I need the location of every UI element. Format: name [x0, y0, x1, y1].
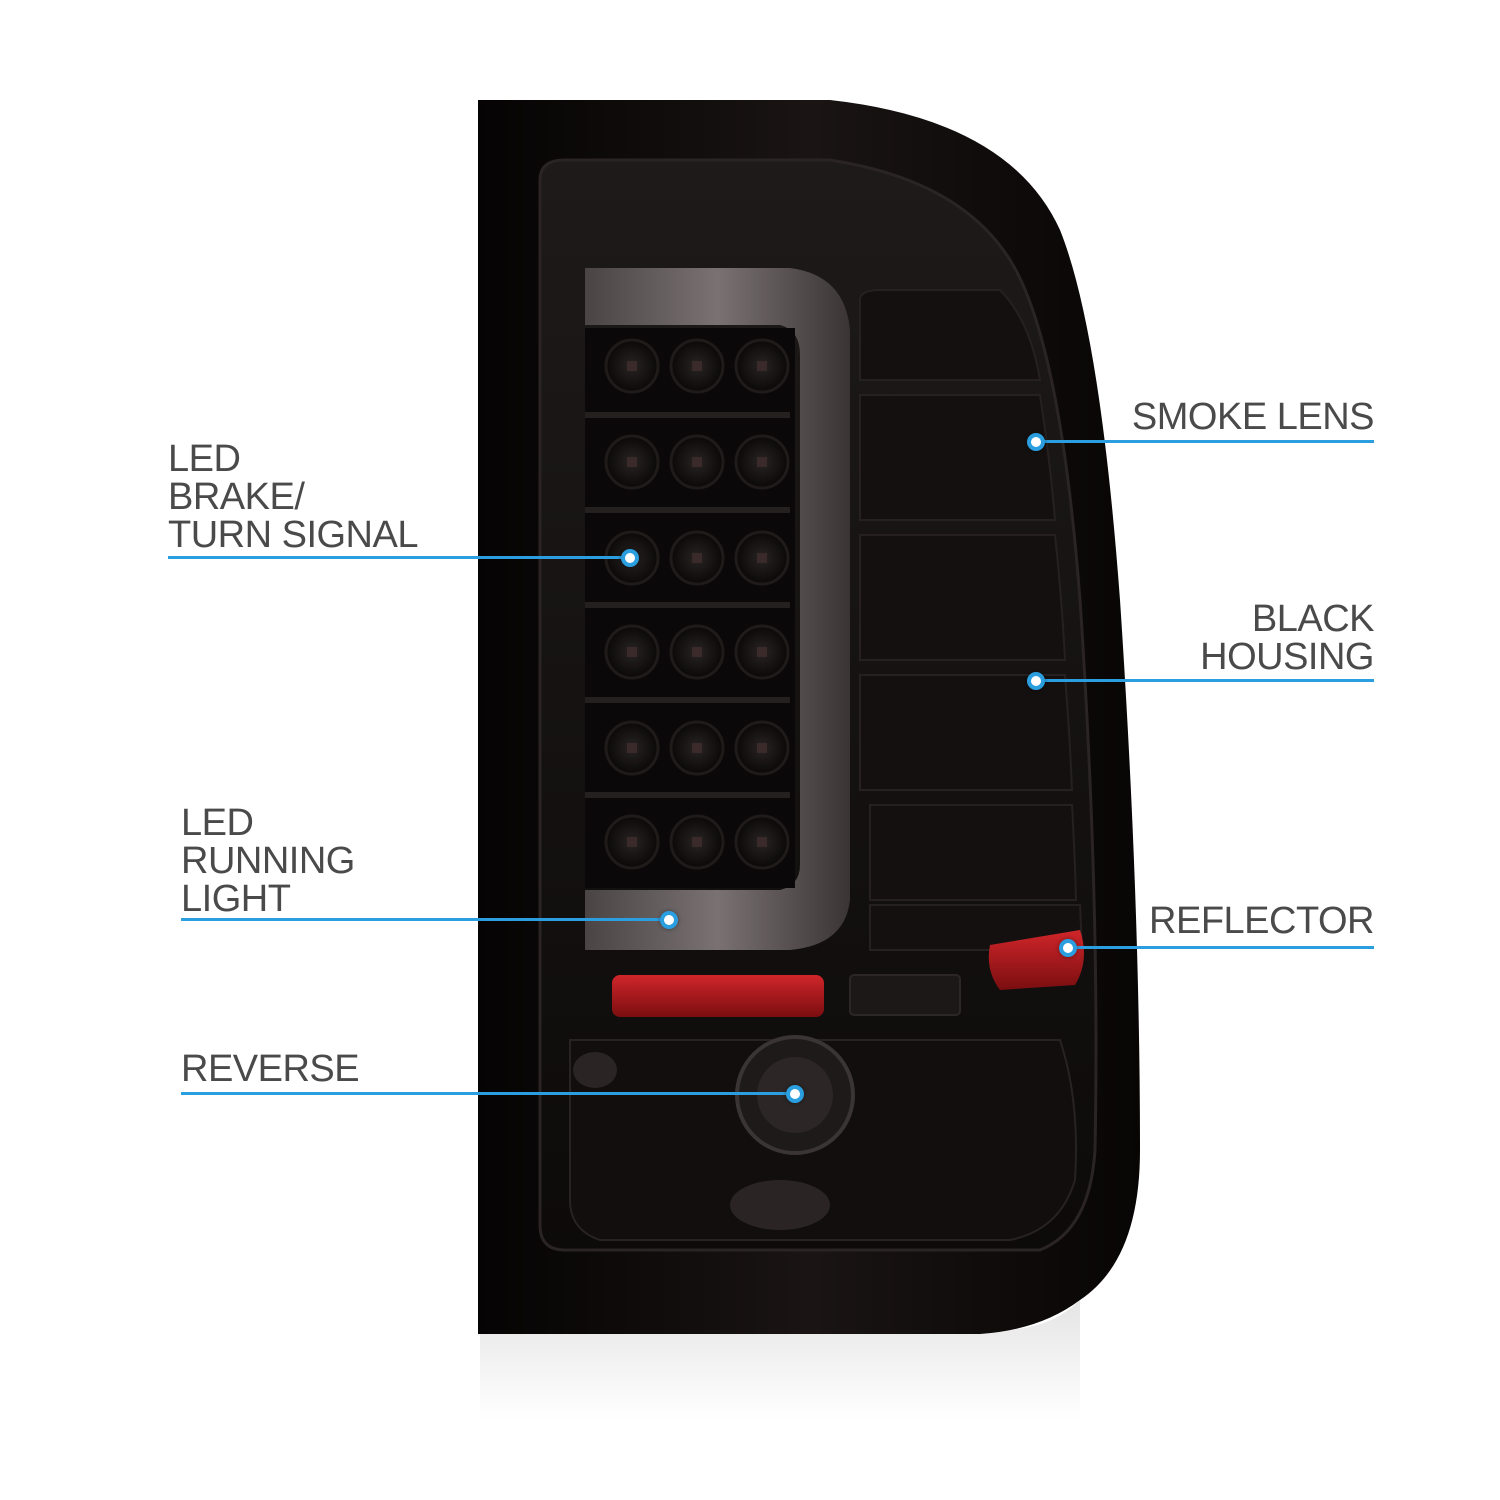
reverse-label: REVERSE: [181, 1048, 360, 1090]
led-chip: [692, 457, 702, 467]
led-chip: [757, 743, 767, 753]
reverse-line: [181, 1092, 795, 1095]
led-chip: [692, 837, 702, 847]
led-chip: [627, 647, 637, 657]
led-brake-turn-marker-icon[interactable]: [621, 549, 639, 567]
black-housing-line: [1036, 679, 1374, 682]
reverse-marker-icon[interactable]: [786, 1085, 804, 1103]
led-chip: [757, 457, 767, 467]
black-housing-marker-icon[interactable]: [1027, 672, 1045, 690]
led-chip: [627, 457, 637, 467]
lower-reflector: [612, 975, 824, 1017]
led-running-line: [181, 918, 669, 921]
led-chip: [692, 553, 702, 563]
led-light-bar: [585, 268, 850, 950]
led-chip: [692, 361, 702, 371]
smoke-lens-line: [1036, 440, 1374, 443]
led-running-label: LED RUNNING LIGHT: [181, 802, 355, 920]
led-chip: [757, 361, 767, 371]
led-rows: [585, 412, 790, 798]
led-chip: [692, 743, 702, 753]
smoke-lens-marker-icon[interactable]: [1027, 433, 1045, 451]
led-chip: [692, 647, 702, 657]
reflector-label: REFLECTOR: [1149, 900, 1374, 942]
led-chip: [757, 647, 767, 657]
black-housing-label: BLACK HOUSING: [1200, 598, 1374, 678]
led-chip: [627, 361, 637, 371]
led-running-marker-icon[interactable]: [660, 911, 678, 929]
led-chip: [757, 553, 767, 563]
led-brake-turn-label: LED BRAKE/ TURN SIGNAL: [168, 438, 418, 556]
led-bulbs: [604, 338, 790, 870]
reflector-line: [1068, 946, 1374, 949]
led-chip: [627, 743, 637, 753]
reverse-reflection: [730, 1180, 830, 1230]
lower-trim: [849, 974, 961, 1016]
led-chip: [757, 837, 767, 847]
smoke-lens-label: SMOKE LENS: [1131, 396, 1375, 438]
led-brake-turn-line: [168, 556, 630, 559]
lens-panels: [859, 289, 1084, 951]
led-chip: [627, 837, 637, 847]
reflector-marker-icon[interactable]: [1059, 939, 1077, 957]
